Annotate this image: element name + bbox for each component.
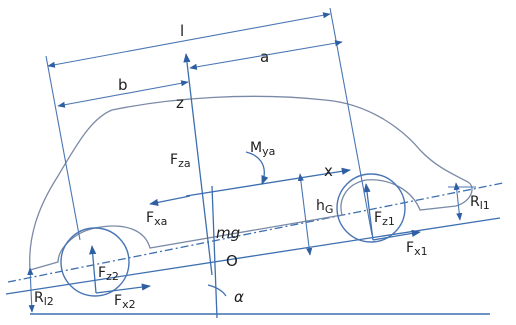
label-mg: mg [216,224,240,242]
dim-b [57,80,189,108]
label-z: z [176,94,184,112]
Fx2-arrow [95,283,151,294]
alpha-arc [207,284,227,297]
label-Fxa: Fxa [146,210,167,228]
Fz1-arrow [363,183,374,241]
ext-front [329,7,373,236]
label-Fz2: Fz2 [98,265,119,283]
label-alpha: α [234,288,244,306]
label-Mya: Mya [250,140,275,158]
Fz2-arrow [89,245,97,294]
z-axis [183,53,213,276]
label-Rl2: Rl2 [34,290,54,308]
Mya-arc [245,151,269,185]
dim-l [47,12,331,68]
label-x: x [324,162,333,180]
front-wheel [336,173,406,243]
label-Fx1: Fx1 [406,240,428,258]
label-b: b [118,76,128,94]
dim-hG [297,173,313,256]
label-Fza: Fza [170,152,191,170]
label-a: a [260,48,269,66]
label-l: l [180,22,184,40]
dim-a [189,40,343,70]
label-O: O [226,252,238,270]
ext-rear [45,55,81,241]
label-Fx2: Fx2 [114,293,136,311]
label-hG: hG [316,198,333,216]
dim-Rl2 [27,267,35,313]
label-Rl1: Rl1 [470,194,490,212]
dim-Rl1 [453,182,463,221]
label-Fz1: Fz1 [374,210,395,228]
vertical-line [211,185,218,319]
wheel-center-line [7,182,504,283]
Fxa-arrow [149,195,191,206]
car-body [29,95,473,271]
Fx1-arrow [372,229,421,241]
rear-wheel [60,227,130,297]
